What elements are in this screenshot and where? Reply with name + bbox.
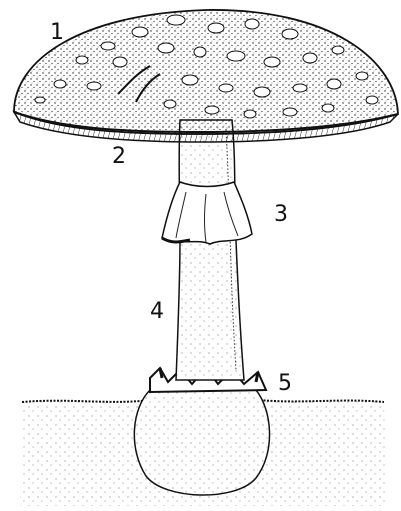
volva-bulb xyxy=(134,368,269,495)
label-cap: 1 xyxy=(50,22,64,44)
label-stem: 4 xyxy=(150,301,164,323)
stem xyxy=(176,120,244,380)
label-gills: 2 xyxy=(112,146,126,168)
ring xyxy=(162,182,252,244)
cap xyxy=(14,10,398,134)
label-ring: 3 xyxy=(274,204,288,226)
label-volva: 5 xyxy=(278,373,292,395)
